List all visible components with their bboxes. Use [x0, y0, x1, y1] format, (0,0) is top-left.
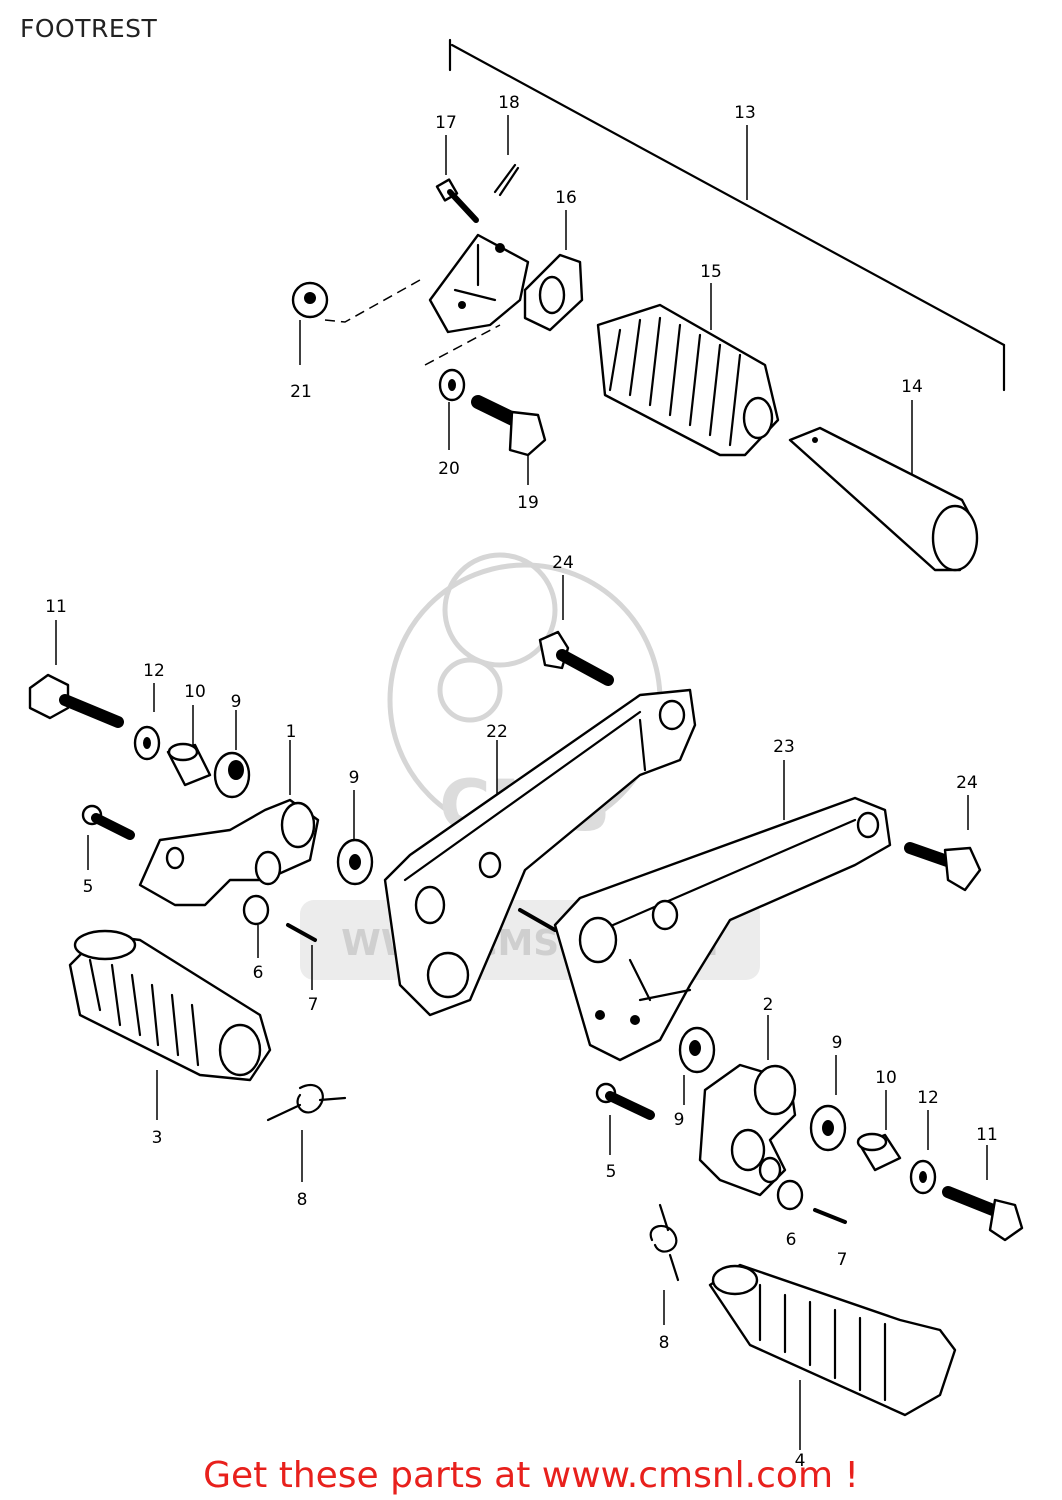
part-11-bolt-right	[942, 1145, 1024, 1242]
label-part-13: 13	[734, 103, 756, 123]
part-20-washer	[438, 368, 466, 450]
label-part-14: 14	[901, 377, 923, 397]
label-part-12-left: 12	[143, 661, 165, 681]
part-24-bolt-upper	[538, 575, 614, 686]
page-title: FOOTREST	[20, 14, 158, 43]
label-part-6-left: 6	[253, 963, 264, 983]
label-part-21: 21	[290, 382, 312, 402]
part-22-bracket	[383, 688, 697, 1017]
label-part-7-right: 7	[837, 1250, 848, 1270]
part-23-bracket	[553, 760, 892, 1062]
part-15-rubber	[596, 283, 780, 457]
label-part-5-right: 5	[606, 1162, 617, 1182]
part-24-bolt-right	[904, 795, 982, 892]
label-part-9-right-a: 9	[674, 1110, 685, 1130]
part-12-washer-left	[133, 683, 161, 761]
part-16-plate	[523, 210, 584, 332]
part-7-pin-left	[286, 923, 317, 990]
label-part-11-left: 11	[45, 597, 67, 617]
label-part-1: 1	[286, 722, 297, 742]
label-part-16: 16	[555, 188, 577, 208]
part-9-bushing-right-b	[809, 1055, 847, 1152]
part-10-collar-right	[856, 1090, 902, 1172]
part-18-pin	[493, 115, 520, 197]
label-part-9-left-a: 9	[231, 692, 242, 712]
label-part-10-right: 10	[875, 1068, 897, 1088]
label-part-11-right: 11	[976, 1125, 998, 1145]
part-14-shaft	[788, 400, 979, 572]
part-6-washer-right	[776, 1179, 804, 1211]
label-part-8-right: 8	[659, 1333, 670, 1353]
label-part-7-left: 7	[308, 995, 319, 1015]
part-4-footrest-rubber-right	[708, 1263, 957, 1450]
part-9-bushing-left-a	[213, 710, 251, 799]
label-part-4: 4	[795, 1451, 806, 1471]
label-part-5-left: 5	[83, 877, 94, 897]
label-part-9-left-b: 9	[349, 768, 360, 788]
part-9-bushing-left-b	[336, 790, 374, 886]
part-11-bolt-left	[28, 620, 124, 728]
part-13-group-line	[448, 38, 1006, 392]
part-10-collar-left	[166, 705, 212, 787]
footer-link[interactable]: Get these parts at www.cmsnl.com !	[203, 1455, 859, 1496]
part-5-pin-right	[595, 1082, 655, 1155]
part-9-bushing-right-a	[678, 1026, 716, 1105]
part-8-spring-right	[649, 1203, 680, 1325]
label-part-18: 18	[498, 93, 520, 113]
label-part-10-left: 10	[184, 682, 206, 702]
label-part-22: 22	[486, 722, 508, 742]
part-21-nut	[291, 281, 329, 365]
label-part-23: 23	[773, 737, 795, 757]
part-17-bolt	[435, 135, 479, 223]
label-part-12-right: 12	[917, 1088, 939, 1108]
part-7-pin-right	[813, 1208, 847, 1224]
label-part-8-left: 8	[297, 1190, 308, 1210]
part-12-washer-right	[909, 1110, 937, 1195]
label-part-9-right-b: 9	[832, 1033, 843, 1053]
label-part-19: 19	[517, 493, 539, 513]
part-3-footrest-rubber-left	[68, 929, 272, 1120]
part-labels: 1 2 3 4 5 5 6 6 7 7 8 8 9 9 9 9 10 10 11…	[45, 93, 998, 1471]
upper-footrest-bracket	[324, 233, 530, 366]
part-5-pin-left	[81, 804, 135, 870]
part-19-bolt	[471, 395, 547, 485]
label-part-24-right: 24	[956, 773, 978, 793]
part-1-footrest-left	[138, 740, 320, 907]
label-part-20: 20	[438, 459, 460, 479]
label-part-24-upper: 24	[552, 553, 574, 573]
part-6-washer-left	[242, 894, 270, 958]
label-part-6-right: 6	[786, 1230, 797, 1250]
label-part-3: 3	[152, 1128, 163, 1148]
part-2-footrest-right	[698, 1015, 797, 1197]
label-part-15: 15	[700, 262, 722, 282]
part-8-spring-left	[266, 1083, 347, 1182]
label-part-17: 17	[435, 113, 457, 133]
label-part-2: 2	[763, 995, 774, 1015]
